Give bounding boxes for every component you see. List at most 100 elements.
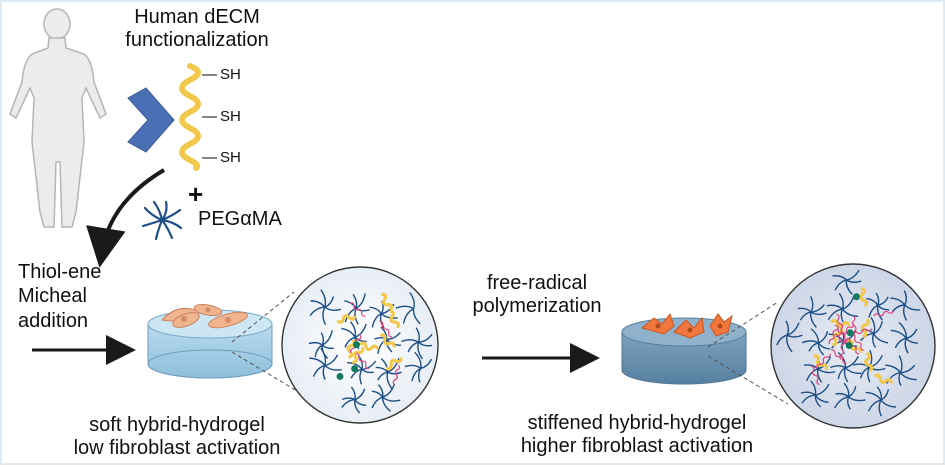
crosslink-fragment [816, 353, 831, 369]
peg-arm [387, 371, 402, 375]
peg-arm [814, 394, 829, 404]
peg-arm [324, 296, 335, 308]
crosslink-fragment [392, 364, 401, 385]
peg-arm [880, 389, 890, 401]
peg-arm [324, 354, 339, 367]
peg-arm [848, 396, 866, 402]
peg-arm [786, 334, 793, 353]
peg-arm [876, 386, 883, 401]
peg-arm [380, 358, 389, 373]
peg-arm [815, 383, 830, 396]
peg-arm [826, 304, 843, 310]
peg-arm [309, 306, 325, 317]
peg-arm [846, 396, 851, 410]
peg-arm [378, 384, 384, 398]
peg-arm [877, 304, 890, 311]
zoom-lines-1 [231, 291, 303, 395]
title-line-2: functionalization [125, 29, 269, 51]
peg-arm [797, 307, 812, 313]
peg-arm [841, 308, 859, 317]
reagent-label: PEGαMA [198, 208, 282, 230]
decm-fragment [381, 292, 394, 311]
peg-arm [417, 342, 423, 360]
peg-arm [799, 311, 812, 321]
peg-arm [894, 337, 907, 349]
crosslink-fragment [851, 333, 865, 351]
peg-arm [905, 337, 919, 344]
peg-arm [810, 328, 820, 343]
step2-line-1: free-radical [486, 272, 588, 294]
peg-arm [409, 291, 415, 309]
peg-arm [350, 368, 363, 379]
crosslink-fragment [831, 349, 847, 364]
peg-arm [872, 333, 877, 348]
peg-arm [817, 368, 836, 374]
plus-sign: + [188, 179, 204, 209]
title-block: Human dECM functionalization [122, 6, 272, 52]
crosslink-fragment [811, 365, 820, 386]
decm-fragment [389, 309, 401, 329]
green-bead [336, 372, 344, 380]
peg-arm [382, 396, 401, 402]
crosslink-fragment [852, 328, 873, 335]
peg-arm [867, 366, 871, 383]
peg-arm [903, 290, 907, 306]
peg-arm [890, 297, 906, 306]
peg-arm [322, 306, 327, 325]
peg-arm [355, 293, 366, 309]
crosslink-fragment [839, 339, 846, 360]
result2-line-2: higher fibroblast activation [520, 435, 754, 457]
peg-arm [866, 297, 879, 306]
peg-arm [803, 364, 819, 370]
peg-arm [381, 303, 395, 315]
peg-arm [832, 275, 847, 281]
green-bead [852, 293, 860, 301]
peg-arm [776, 334, 788, 346]
zoom-lines-2 [707, 301, 789, 405]
peg-arm [371, 396, 383, 409]
crosslink-fragment [350, 302, 366, 317]
peg-arm [837, 352, 846, 368]
peg-arm [810, 311, 817, 328]
fibroblast-cells-low [161, 304, 248, 329]
peg-arm [891, 304, 905, 313]
crosslink-fragment [836, 313, 844, 334]
peg-arm [817, 342, 825, 356]
peg-arm [387, 358, 400, 373]
peg-arm [312, 364, 326, 377]
green-bead [351, 365, 359, 373]
peg-arm [321, 344, 334, 350]
peg-arm [354, 388, 366, 401]
peg-arm [873, 333, 889, 344]
peg-arm [834, 396, 849, 409]
peg-arm [404, 364, 422, 369]
peg-arm [810, 296, 814, 313]
decm-fragment [830, 318, 851, 329]
peg-arm [341, 327, 356, 338]
peg-arm [324, 306, 342, 311]
step2-line-2: polymerization [472, 295, 602, 317]
peg-arm [395, 305, 414, 310]
peg-arm [904, 304, 921, 311]
decm-fragment [860, 317, 871, 339]
green-bead [352, 341, 360, 349]
peg-arm [375, 366, 389, 373]
crosslink-fragment [846, 337, 860, 355]
thiol-label-3: SH [220, 149, 241, 166]
thiol-label-1: SH [220, 66, 241, 83]
peg-arm [354, 323, 367, 338]
peg-arm [837, 367, 846, 379]
peg-arm [830, 365, 846, 369]
peg-arm [814, 395, 822, 408]
peg-arm [386, 331, 401, 340]
peg-arm [845, 279, 853, 295]
crosslink-fragment [828, 325, 839, 345]
peg-arm [880, 399, 897, 408]
peg-arm [352, 293, 358, 309]
peg-star-icon [141, 200, 183, 241]
peg-arm [868, 304, 879, 318]
crosslink-fragment [873, 310, 894, 317]
peg-arm [349, 321, 357, 338]
peg-arm [810, 304, 825, 313]
peg-arm [827, 308, 843, 321]
